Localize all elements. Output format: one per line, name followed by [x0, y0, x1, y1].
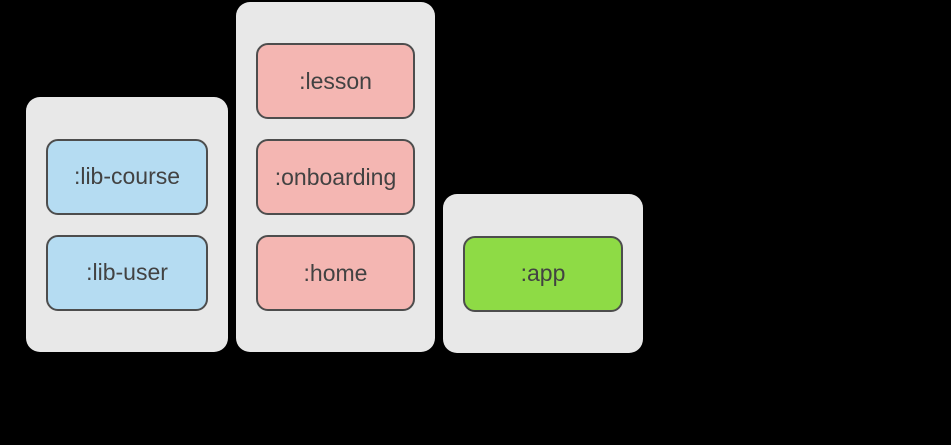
node-lesson: :lesson	[256, 43, 415, 119]
node-lib-user-label: :lib-user	[86, 259, 168, 285]
group-libraries: :lib-course :lib-user	[26, 97, 228, 352]
node-onboarding-label: :onboarding	[274, 163, 397, 190]
group-features: :lesson :onboarding :home	[236, 2, 435, 352]
node-lib-user: :lib-user	[46, 234, 208, 311]
node-app-label: :app	[520, 260, 566, 286]
node-home: :home	[256, 235, 415, 311]
node-lib-course: :lib-course	[46, 138, 208, 215]
node-lib-course-label: :lib-course	[73, 163, 181, 189]
node-home-label: :home	[303, 259, 368, 286]
node-lesson-label: :lesson	[299, 67, 372, 94]
node-app: :app	[463, 235, 623, 312]
group-app: :app	[443, 194, 643, 353]
node-onboarding: :onboarding	[256, 139, 415, 215]
